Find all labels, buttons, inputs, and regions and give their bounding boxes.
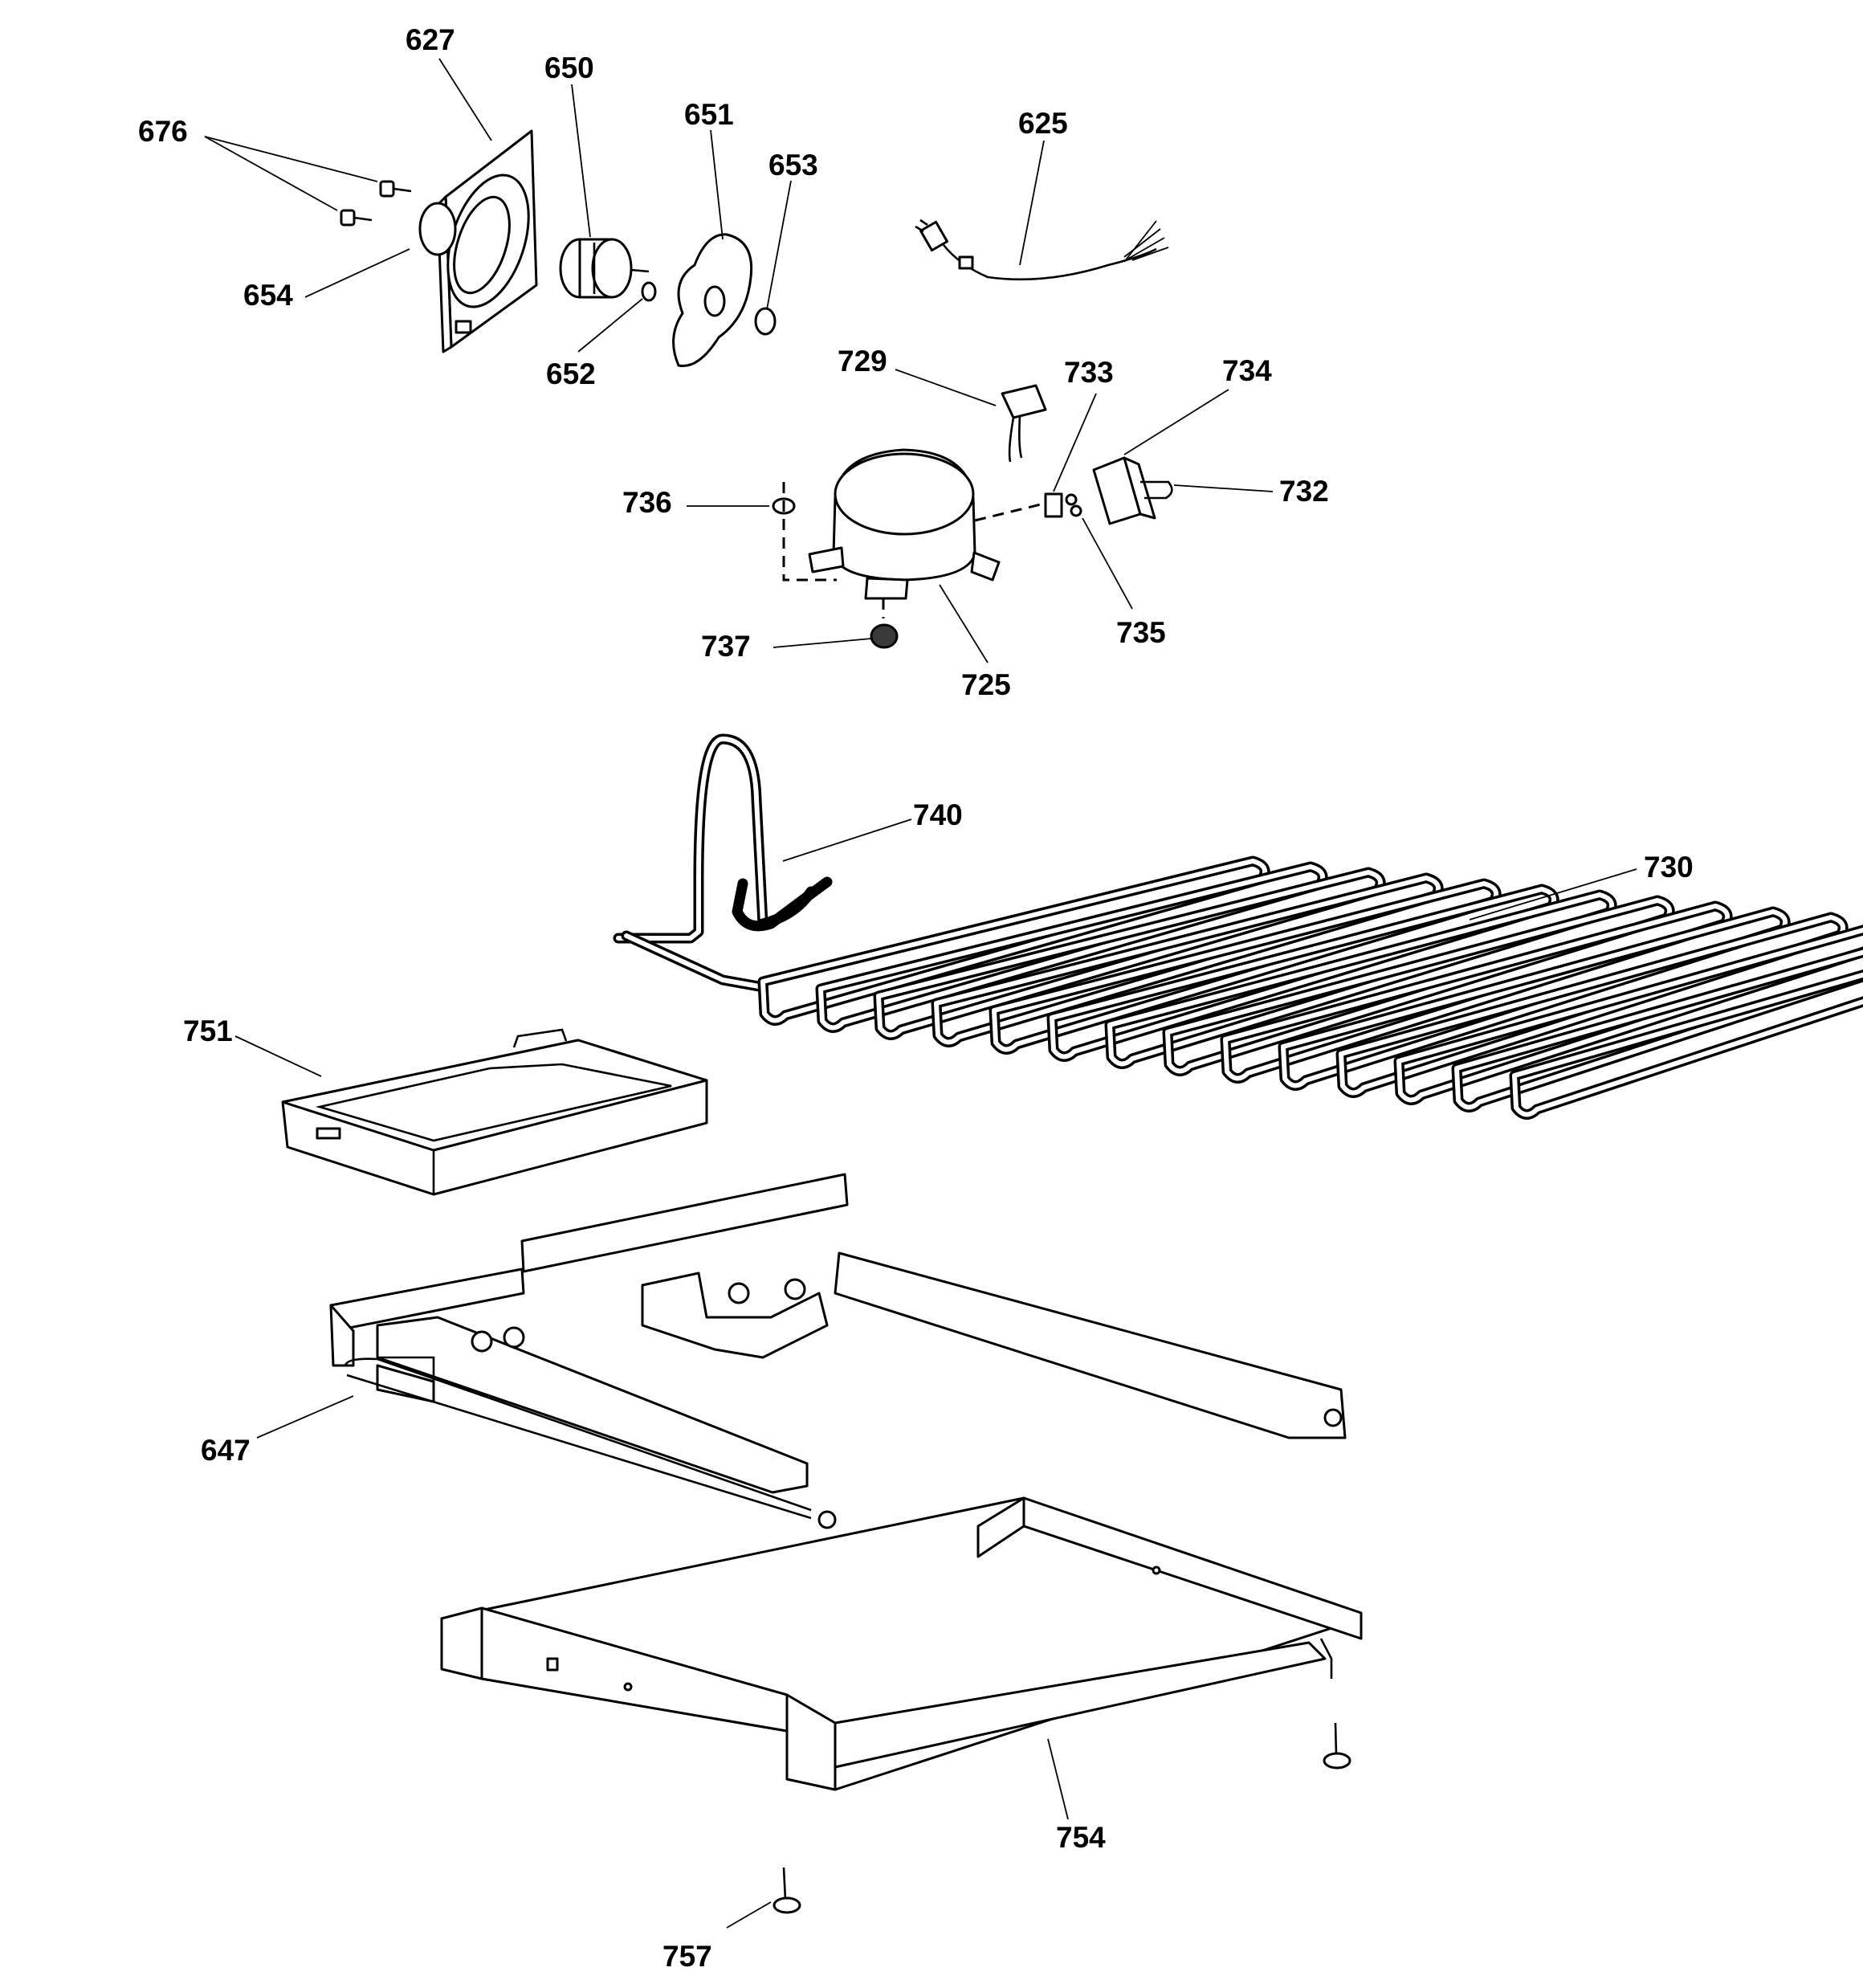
callout-751: 751 xyxy=(183,1014,233,1047)
compressor-part-725 xyxy=(808,448,1001,600)
fan-shroud-part-627 xyxy=(418,129,538,353)
screw-part-676-a xyxy=(379,180,412,198)
coil-loop-highlight xyxy=(760,859,1267,1023)
power-cord-part-625 xyxy=(915,218,1169,281)
coil-loop-highlight xyxy=(1454,949,1863,1110)
callout-733: 733 xyxy=(1064,356,1114,389)
screw-part-757-b xyxy=(1323,1722,1351,1770)
coil-loop-highlight xyxy=(818,864,1325,1031)
callout-647: 647 xyxy=(201,1434,251,1467)
callout-625: 625 xyxy=(1018,107,1068,140)
callout-725: 725 xyxy=(961,668,1011,701)
fan-blade-part-651 xyxy=(672,233,753,368)
relay-part-729 xyxy=(1001,384,1047,463)
callout-729: 729 xyxy=(838,345,887,378)
callout-676: 676 xyxy=(138,115,188,148)
callout-627: 627 xyxy=(406,23,455,56)
condenser-coil-part-730 xyxy=(621,855,1863,1120)
callout-652: 652 xyxy=(546,357,596,390)
coil-loop-highlight xyxy=(1512,972,1863,1117)
coil-loop-highlight xyxy=(992,881,1498,1052)
assembly-line xyxy=(782,482,1042,582)
callout-654: 654 xyxy=(243,279,293,312)
nut-part-653 xyxy=(754,307,777,336)
clip-part-735 xyxy=(1065,493,1082,517)
callout-653: 653 xyxy=(768,149,818,182)
coil-loop-highlight xyxy=(934,876,1441,1045)
screw-part-757-a xyxy=(773,1867,801,1914)
callout-740: 740 xyxy=(913,798,963,831)
drain-pan-part-751 xyxy=(281,1028,708,1196)
callout-734: 734 xyxy=(1222,354,1272,387)
coil-loop-highlight xyxy=(1339,915,1845,1096)
callout-737: 737 xyxy=(701,630,751,663)
coil-loop-highlight xyxy=(1107,892,1614,1067)
callout-730: 730 xyxy=(1644,851,1694,884)
callout-732: 732 xyxy=(1279,475,1329,508)
coil-loop-highlight xyxy=(876,870,1383,1038)
coil-loop-highlight xyxy=(1165,898,1672,1074)
callout-735: 735 xyxy=(1116,616,1166,649)
screw-part-676-b xyxy=(340,209,373,227)
frame-part-647 xyxy=(329,1173,1347,1529)
fan-motor-part-650 xyxy=(559,238,650,299)
callout-651: 651 xyxy=(684,98,734,131)
coil-loop-highlight xyxy=(1281,909,1788,1088)
coil-loop-highlight xyxy=(1396,927,1863,1103)
coil-loop-highlight xyxy=(1050,887,1556,1059)
drain-tube-part-740 xyxy=(613,733,833,944)
callout-736: 736 xyxy=(622,486,672,519)
grommet-part-737 xyxy=(870,623,899,649)
callout-754: 754 xyxy=(1056,1821,1106,1854)
coil-loop-highlight xyxy=(1223,904,1730,1081)
overload-part-733 xyxy=(1044,492,1063,518)
leader-lines xyxy=(204,58,1637,1929)
terminal-cover-part-734 xyxy=(1092,456,1173,525)
retainer-ring-part-652 xyxy=(641,281,657,302)
base-pan-part-754 xyxy=(440,1496,1363,1791)
callout-757: 757 xyxy=(662,1940,712,1973)
callout-labels: 627 650 676 651 625 653 654 652 729 733 … xyxy=(138,23,1694,1973)
callout-650: 650 xyxy=(544,51,594,84)
